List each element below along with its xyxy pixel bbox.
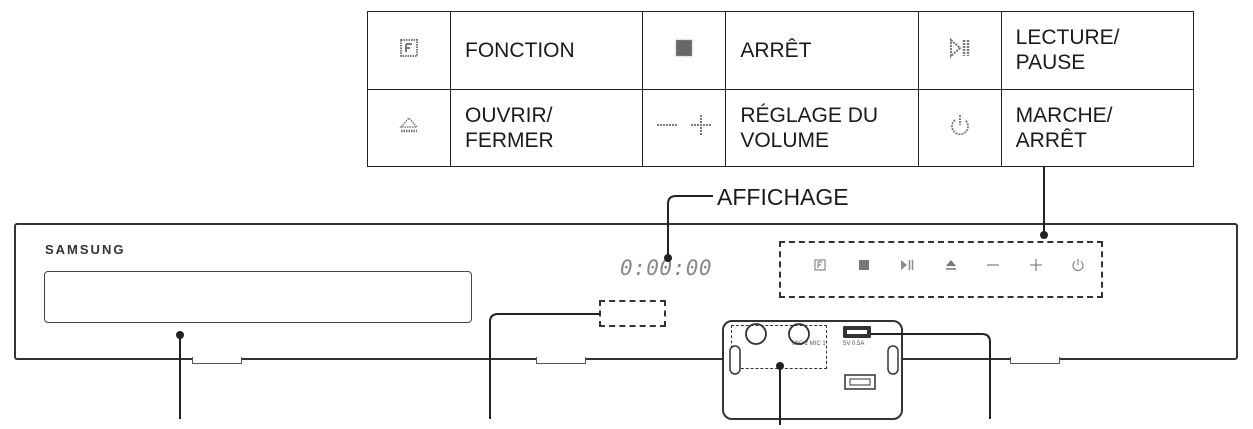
display-label: AFFICHAGE bbox=[717, 184, 849, 210]
disc-tray bbox=[44, 271, 472, 323]
legend-cell-eject-icon bbox=[367, 88, 451, 167]
legend-label-play-pause: LECTURE/ PAUSE bbox=[1000, 11, 1195, 90]
mic-jack-label: MIC 2 MIC 1 bbox=[792, 341, 826, 347]
samsung-logo: SAMSUNG bbox=[45, 242, 126, 257]
panel-stop-button[interactable] bbox=[858, 258, 870, 276]
eject-icon bbox=[398, 115, 420, 140]
panel-volume-down-button[interactable] bbox=[986, 258, 1000, 276]
port-cover-panel bbox=[722, 320, 903, 420]
device-foot-right bbox=[1010, 357, 1060, 364]
legend-row-2: OUVRIR/ FERMER RÉGLAGE DU VOLUME MARCHE/… bbox=[367, 88, 1195, 167]
legend-cell-power-icon bbox=[917, 88, 1002, 167]
panel-volume-up-button[interactable] bbox=[1029, 258, 1043, 277]
player-front-panel bbox=[14, 223, 1238, 360]
panel-eject-button[interactable] bbox=[944, 258, 958, 276]
legend-cell-stop-icon bbox=[642, 11, 727, 90]
usb-port-label: 5V 0.5A bbox=[843, 341, 865, 347]
function-icon bbox=[399, 38, 419, 63]
power-icon bbox=[949, 113, 971, 142]
control-buttons-area bbox=[779, 241, 1103, 298]
legend-label-function: FONCTION bbox=[449, 11, 644, 90]
panel-power-button[interactable] bbox=[1071, 258, 1085, 277]
button-legend-table: FONCTION ARRÊT LECTURE/ PAUSE OUVRIR/ FE… bbox=[367, 11, 1195, 167]
legend-cell-volume-icon bbox=[642, 88, 727, 167]
legend-label-eject: OUVRIR/ FERMER bbox=[449, 88, 644, 167]
device-foot-left bbox=[192, 357, 242, 364]
legend-label-power: MARCHE/ ARRÊT bbox=[1000, 88, 1195, 167]
play-pause-icon bbox=[949, 37, 971, 63]
panel-play-pause-button[interactable] bbox=[900, 258, 914, 276]
stop-icon bbox=[675, 39, 693, 62]
panel-function-button[interactable] bbox=[814, 258, 826, 276]
volume-icon bbox=[655, 114, 713, 141]
legend-label-volume: RÉGLAGE DU VOLUME bbox=[725, 88, 919, 167]
legend-cell-function-icon bbox=[367, 11, 451, 90]
device-foot-center bbox=[536, 357, 586, 364]
